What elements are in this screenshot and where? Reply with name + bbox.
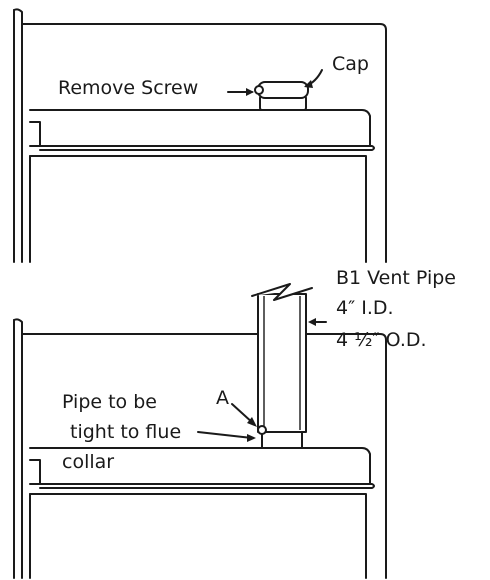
vent-pipe-pointer-head [308, 318, 316, 326]
vent-pipe-break [251, 283, 313, 301]
label-vent-pipe: B1 Vent Pipe [336, 267, 456, 289]
bottom-left-wall-inner [13, 318, 23, 579]
label-inner-diameter: 4″ I.D. [336, 297, 394, 319]
label-pipe-note-line3: collar [62, 451, 114, 473]
bottom-panel [29, 447, 371, 485]
top-bottom-rail [39, 145, 375, 151]
top-cabinet-lower [29, 155, 367, 263]
label-remove-screw: Remove Screw [58, 77, 198, 99]
label-point-a: A [216, 387, 229, 409]
top-panel [29, 109, 371, 147]
top-left-bracket [29, 121, 41, 147]
label-pipe-note-line1: Pipe to be [62, 391, 157, 413]
top-appliance-diagram: Remove Screw Cap [13, 8, 387, 263]
cap-pointer-head [304, 80, 313, 88]
pipe-note-arrow [197, 431, 253, 439]
bottom-appliance-diagram: B1 Vent Pipe 4″ I.D. 4 ½″ O.D. A Pipe to… [13, 267, 456, 579]
bottom-bottom-rail [39, 483, 375, 489]
pipe-note-arrowhead [247, 434, 256, 442]
remove-screw-arrowhead [246, 88, 254, 96]
top-cabinet-outline [21, 23, 387, 263]
cap-shape [257, 81, 309, 99]
point-a-arrowhead [247, 417, 257, 427]
bottom-flue-collar [261, 431, 303, 449]
screw-icon [254, 85, 264, 95]
bottom-cabinet-right [305, 333, 387, 579]
bottom-left-bracket [29, 459, 41, 485]
label-outer-diameter: 4 ½″ O.D. [336, 329, 427, 351]
vent-pipe-outer [257, 293, 307, 433]
screw-a-icon [257, 425, 267, 435]
top-left-wall-inner [13, 8, 23, 263]
label-pipe-note-line2: tight to flue [70, 421, 181, 443]
bottom-cabinet-lower [29, 493, 367, 579]
label-cap: Cap [332, 53, 369, 75]
